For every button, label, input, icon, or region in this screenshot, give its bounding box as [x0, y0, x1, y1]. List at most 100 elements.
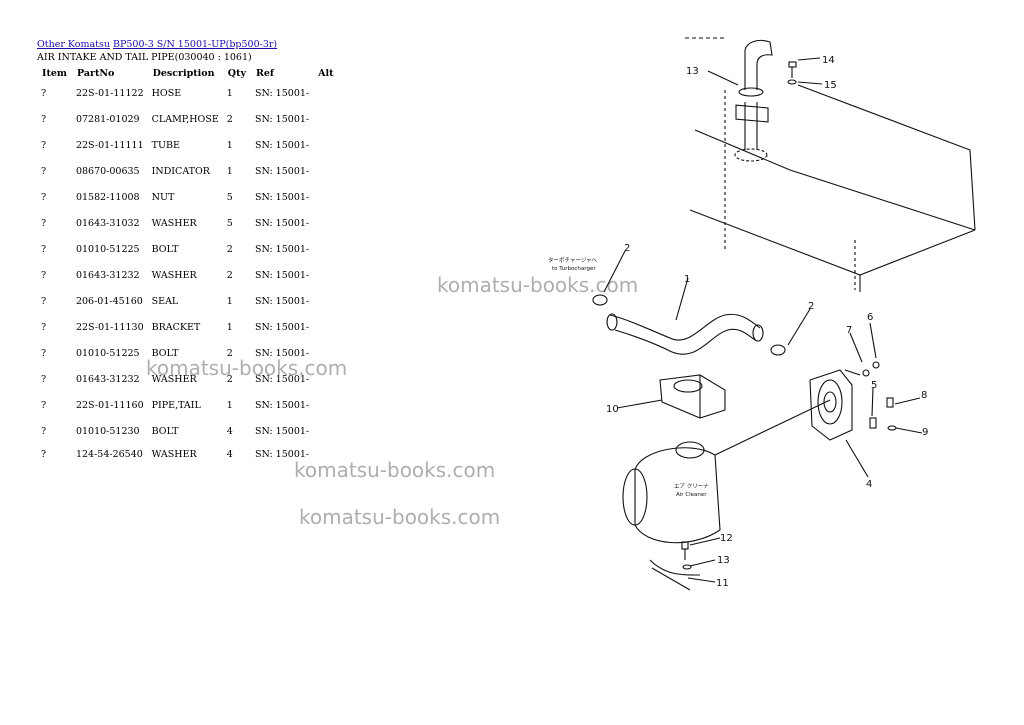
- cell-qty: 2: [226, 243, 233, 255]
- seal-bracket-part: [809, 369, 861, 441]
- cell-desc: WASHER: [151, 448, 197, 460]
- cell-item: ?: [41, 399, 47, 411]
- col-header-partno: PartNo: [76, 67, 115, 79]
- cell-partno: 01582-11008: [75, 191, 140, 203]
- cell-ref: SN: 15001-: [254, 448, 310, 460]
- breadcrumb-link-model[interactable]: BP500-3 S/N 15001-UP(bp500-3r): [112, 39, 278, 50]
- callout-13: 13: [686, 66, 699, 77]
- cell-desc: HOSE: [151, 87, 182, 99]
- cell-qty: 2: [226, 347, 233, 359]
- cell-partno: 22S-01-11160: [75, 399, 144, 411]
- cell-ref: SN: 15001-: [254, 113, 310, 125]
- cell-desc: CLAMP,HOSE: [151, 113, 219, 125]
- cell-qty: 2: [226, 269, 233, 281]
- col-header-alt: Alt: [318, 67, 334, 79]
- cell-alt: [313, 340, 338, 366]
- breadcrumb-link-other-komatsu[interactable]: Other Komatsu: [37, 39, 110, 50]
- clamp-part: [592, 294, 608, 306]
- cell-ref: SN: 15001-: [254, 373, 310, 385]
- callout-11: 12: [720, 533, 733, 544]
- cell-item: ?: [41, 373, 47, 385]
- page-title: AIR INTAKE AND TAIL PIPE(030040 : 1061): [37, 52, 252, 63]
- cell-partno: 01643-31232: [75, 269, 140, 281]
- callout-4: 5: [871, 380, 877, 391]
- cell-ref: SN: 15001-: [254, 321, 310, 333]
- label-turbo-en: to Turbocharger: [552, 266, 596, 272]
- nut-part: [862, 369, 870, 377]
- parts-table-header: Item PartNo Description Qty Ref Alt: [37, 66, 339, 80]
- cell-partno: 08670-00635: [75, 165, 140, 177]
- cell-ref: SN: 15001-: [254, 425, 310, 437]
- col-header-item: Item: [42, 67, 67, 79]
- cell-item: ?: [41, 217, 47, 229]
- cell-alt: [313, 132, 338, 158]
- cell-partno: 01010-51225: [75, 243, 140, 255]
- col-header-qty: Qty: [227, 67, 246, 79]
- callout-12: 13: [717, 555, 730, 566]
- cell-partno: 22S-01-11111: [75, 139, 144, 151]
- bolt-14-part: [787, 61, 797, 85]
- cell-ref: SN: 15001-: [254, 87, 310, 99]
- cell-qty: 5: [226, 217, 233, 229]
- cell-ref: SN: 15001-: [254, 217, 310, 229]
- parts-diagram: 13 14 15 1 2 2 7 6 5 8 9 10 4 12 13 11 タ…: [548, 37, 976, 591]
- cell-partno: 22S-01-11122: [75, 87, 144, 99]
- tail-pipe-part: [734, 39, 773, 162]
- cell-ref: SN: 15001-: [254, 165, 310, 177]
- cell-ref: SN: 15001-: [254, 269, 310, 281]
- cell-alt: [313, 106, 338, 132]
- cell-desc: WASHER: [151, 217, 197, 229]
- parts-table: Item PartNo Description Qty Ref Alt ?22S…: [37, 66, 339, 464]
- washer-part: [682, 564, 692, 570]
- cell-desc: BOLT: [151, 243, 179, 255]
- cell-item: ?: [41, 243, 47, 255]
- cell-partno: 07281-01029: [75, 113, 140, 125]
- cell-alt: [313, 366, 338, 392]
- callout-2b: 2: [808, 301, 814, 312]
- callout-14: 14: [822, 55, 835, 66]
- watermark-text: komatsu-books.com: [299, 505, 501, 529]
- callout-9: 10: [606, 404, 619, 415]
- cell-qty: 4: [226, 425, 233, 437]
- col-header-ref: Ref: [255, 67, 275, 79]
- cell-ref: SN: 15001-: [254, 139, 310, 151]
- cell-item: ?: [41, 321, 47, 333]
- callout-2a: 2: [624, 243, 630, 254]
- washer-part: [872, 361, 880, 369]
- cell-qty: 2: [226, 373, 233, 385]
- callout-7: 8: [921, 390, 927, 401]
- cell-alt: [313, 418, 338, 444]
- callout-3: 4: [866, 479, 872, 490]
- cell-desc: TUBE: [151, 139, 180, 151]
- cell-ref: SN: 15001-: [254, 191, 310, 203]
- cell-item: ?: [41, 113, 47, 125]
- callout-1: 1: [684, 274, 690, 285]
- cell-item: ?: [41, 87, 47, 99]
- washer-part: [887, 425, 897, 431]
- cell-ref: SN: 15001-: [254, 295, 310, 307]
- cell-ref: SN: 15001-: [254, 347, 310, 359]
- cell-item: ?: [41, 191, 47, 203]
- cell-partno: 124-54-26540: [75, 448, 143, 460]
- cell-partno: 01010-51230: [75, 425, 140, 437]
- cell-qty: 1: [226, 399, 233, 411]
- cell-partno: 01010-51225: [75, 347, 140, 359]
- label-cleaner-en: Air Cleaner: [676, 492, 707, 498]
- breadcrumb: Other Komatsu BP500-3 S/N 15001-UP(bp500…: [37, 39, 277, 51]
- cell-desc: NUT: [151, 191, 175, 203]
- cell-item: ?: [41, 139, 47, 151]
- cell-partno: 22S-01-11130: [75, 321, 144, 333]
- clamp-part: [770, 344, 786, 356]
- cell-alt: [313, 262, 338, 288]
